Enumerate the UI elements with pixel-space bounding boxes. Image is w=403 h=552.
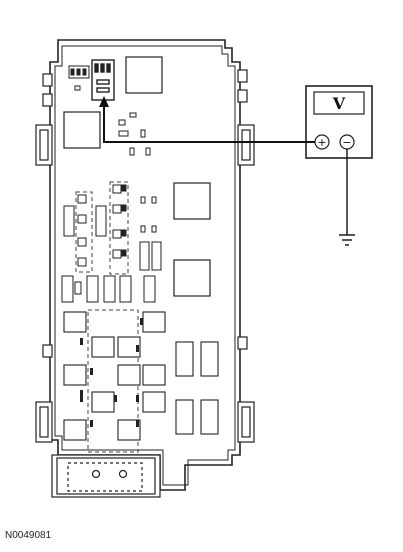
relay-right-lower [173, 259, 211, 297]
probe-arrow-head [99, 96, 109, 107]
voltmeter-display [313, 91, 365, 115]
test-fuse-socket [91, 59, 115, 101]
relay-terminals [80, 318, 143, 427]
fuses-middle [63, 184, 157, 267]
relay-large-top [125, 56, 163, 94]
figure-code-caption: N0049081 [5, 530, 52, 541]
ground-symbol [339, 234, 355, 246]
dashed-fuse-group-left [75, 181, 129, 275]
relay-left-mid [63, 111, 101, 149]
right-mounting-tabs [237, 69, 255, 443]
mini-relays-center [139, 241, 162, 271]
relay-right-upper [173, 182, 211, 220]
positive-terminal-symbol: + [317, 136, 326, 149]
negative-terminal-symbol: − [342, 136, 351, 149]
fuse-box-inner-outline [54, 45, 236, 486]
fuse-row-lower [61, 275, 156, 303]
positive-test-lead [103, 104, 315, 143]
left-mounting-tabs [35, 73, 53, 443]
relays-lower [63, 311, 166, 441]
small-contacts-top [118, 112, 151, 156]
maxi-fuses-right [175, 341, 219, 435]
voltmeter-display-text: V [332, 94, 346, 113]
relay-socket-small [68, 65, 90, 91]
voltmeter: V + − [305, 85, 373, 159]
bottom-connector [51, 454, 161, 498]
